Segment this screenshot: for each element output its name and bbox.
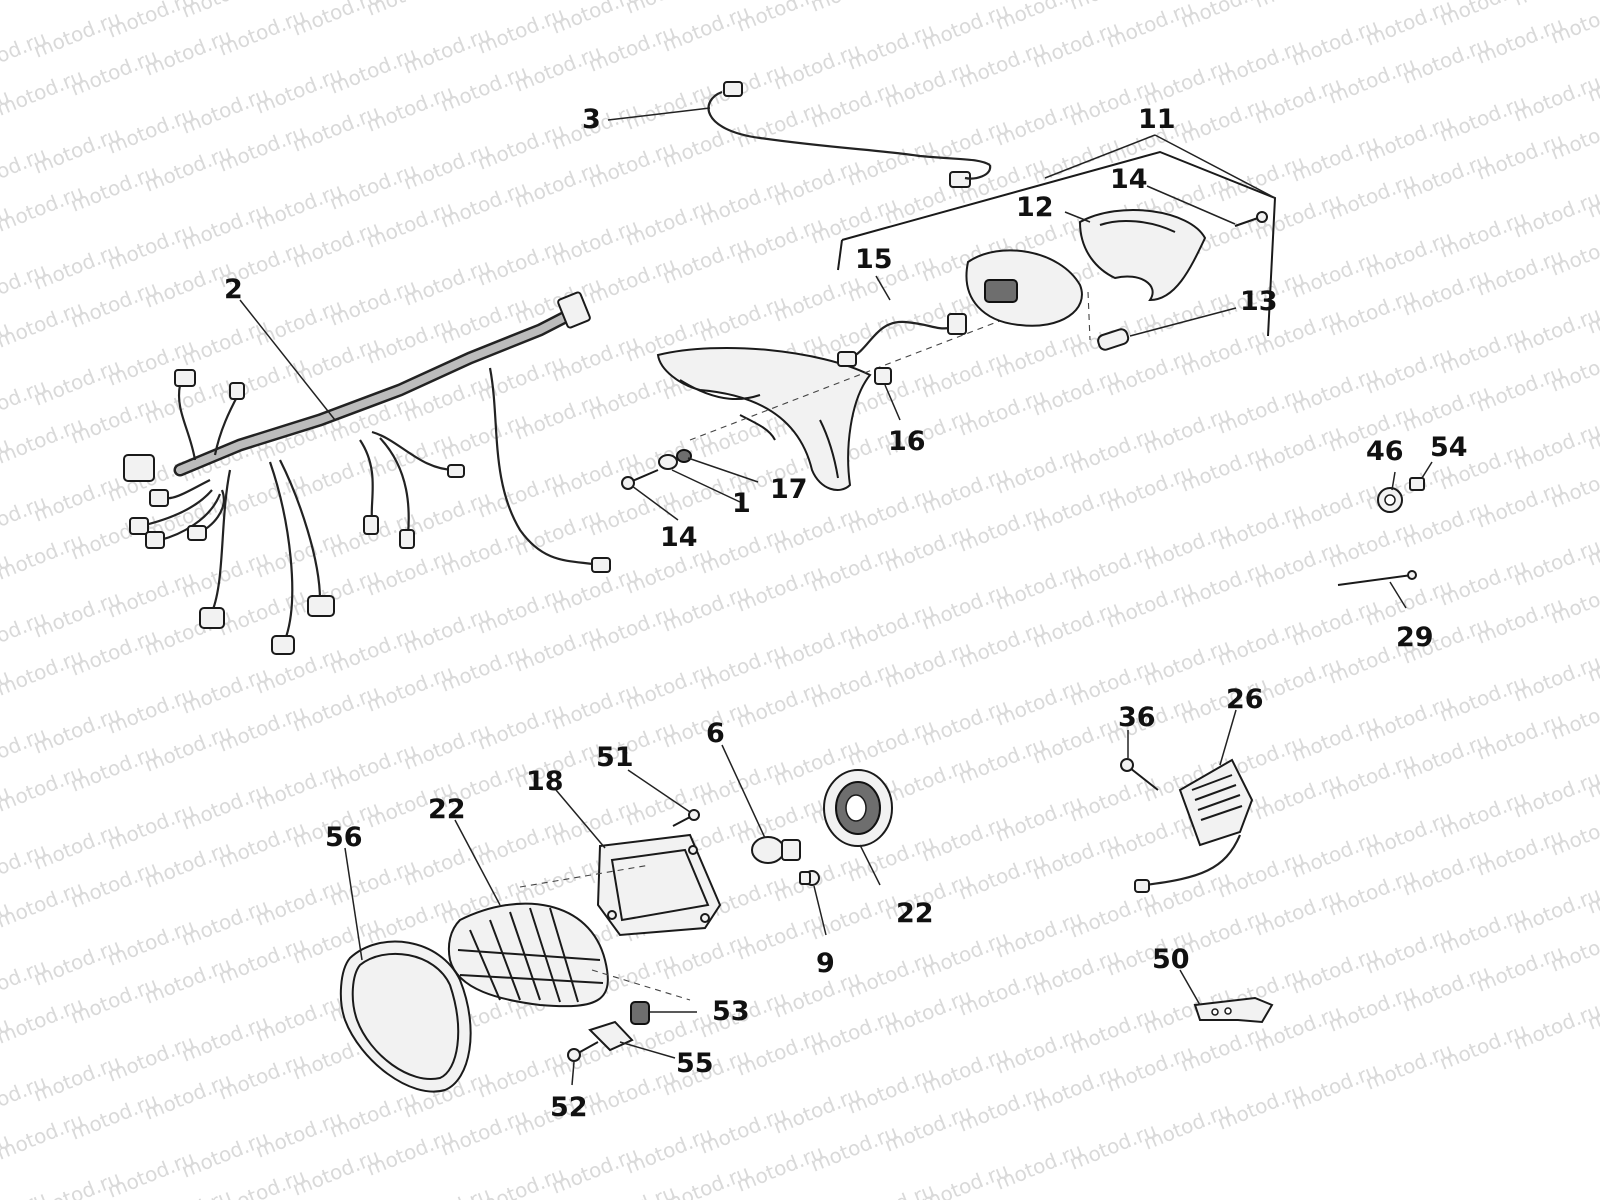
part-1-front-fender [656,291,1076,491]
watermark-text: motod.ru [622,0,716,19]
part-52-screw [567,1041,599,1062]
part-51-screw [519,809,700,888]
part-3-cable [707,81,992,188]
callout-52: 52 [550,1092,588,1123]
callout-26: 26 [1226,684,1264,715]
callout-13: 13 [1240,286,1278,317]
watermark-text: motod.ru [1547,0,1600,49]
callout-56: 56 [325,822,363,853]
callout-51: 51 [596,742,634,773]
watermark-text: motod.ru [1510,766,1600,823]
callout-22-cover: 22 [896,898,934,929]
callout-15: 15 [855,244,893,275]
part-53-spring [591,969,691,1025]
part-14-screw-upper [1234,211,1268,227]
watermark-text: motod.ru [1251,0,1345,13]
part-56-rim [339,940,472,1093]
part-15-cable [837,313,967,367]
callout-12: 12 [1016,192,1054,223]
callout-29: 29 [1396,622,1434,653]
callout-labels: 1 2 3 6 9 11 12 13 14 14 15 16 17 18 22 … [224,104,1468,1123]
callout-18: 18 [526,766,564,797]
part-6-bulb [751,836,801,864]
watermark-text: motod.ru [1510,302,1600,359]
part-54-screw [1409,477,1425,491]
watermark-text: motod.ru [178,0,272,23]
part-22-rear-cover [823,769,893,847]
callout-3: 3 [582,104,601,135]
callout-46: 46 [1366,436,1404,467]
part-12-lens-cover [1078,209,1207,302]
part-29-cable-tie [1337,570,1417,586]
part-46-clamp [1377,487,1403,513]
callout-17: 17 [770,474,808,505]
callout-22-lens: 22 [428,794,466,825]
callout-9: 9 [816,948,835,979]
watermark-text: motod.ru [1510,418,1600,475]
watermark-text: motod.ru [1510,70,1600,127]
part-14-screw-lower [621,469,659,490]
part-22-headlight-lens [447,902,609,1008]
callout-6: 6 [706,718,725,749]
callout-11: 11 [1138,104,1176,135]
part-16-bulb-socket [874,367,892,385]
callout-50: 50 [1152,944,1190,975]
watermark-text: motod.ru [1510,534,1600,591]
watermark-text: motod.ru [1510,650,1600,707]
callout-36: 36 [1118,702,1156,733]
watermark-text: motod.ru [1510,998,1600,1055]
watermark-text: motod.ru [437,0,531,1]
callout-54: 54 [1430,432,1468,463]
part-36-bolt [1120,758,1159,791]
watermark-text: motod.ru [1510,882,1600,939]
watermark-text: motod.ru [807,0,901,17]
callout-14-lower: 14 [660,522,698,553]
callout-55: 55 [676,1048,714,1079]
part-17-grommet [658,449,692,470]
watermark-text: motod.ru [0,0,87,5]
watermark-text: motod.ru [1510,186,1600,243]
part-9-bulb-small [799,870,820,886]
part-12-lamp-body [965,249,1083,327]
part-2-wiring-harness [123,291,611,655]
tail-light-assembly-11 [837,150,1277,337]
leader-lines [239,107,1433,1086]
part-18-reflector-frame [596,833,722,937]
part-13-bulb [1087,291,1130,351]
callout-53: 53 [712,996,750,1027]
callout-16: 16 [888,426,926,457]
part-50-bracket [1193,996,1274,1024]
callout-14-upper: 14 [1110,164,1148,195]
callout-1: 1 [732,488,751,519]
part-26-regulator [1134,758,1254,893]
callout-2: 2 [224,274,243,305]
watermark-text: motod.ru [1510,0,1600,11]
watermark-text: motod.ru [363,0,457,21]
